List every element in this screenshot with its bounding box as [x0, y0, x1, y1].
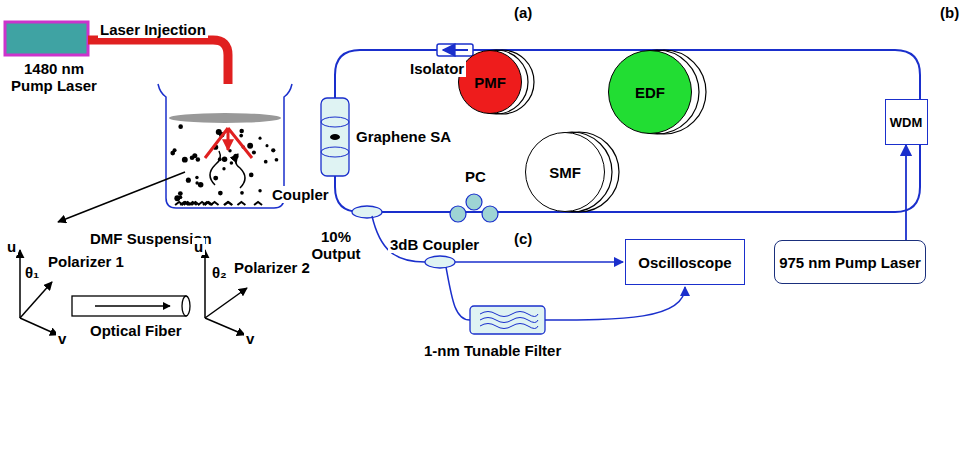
node-label: SMF	[549, 164, 581, 181]
fiber-spool: PMF	[458, 50, 522, 114]
optical-fiber	[72, 296, 190, 316]
isolator	[437, 44, 473, 56]
leader-line	[58, 172, 185, 222]
fiber-spool: EDF	[608, 50, 692, 134]
node-label: WDM	[890, 115, 923, 130]
node-label: 975 nm Pump Laser	[779, 254, 921, 271]
polarization-controller	[450, 194, 498, 222]
fiber-spool: SMF	[525, 132, 605, 212]
pump-laser	[5, 22, 88, 55]
pump-laser-box: 975 nm Pump Laser	[774, 240, 926, 284]
part-label: Graphene SA	[354, 128, 453, 145]
part-label: θ₂	[210, 264, 229, 281]
panel-letter: (c)	[512, 230, 534, 247]
output-fiber	[446, 267, 470, 320]
coupler	[425, 256, 455, 268]
part-label: u	[5, 238, 18, 255]
part-label: Coupler	[270, 186, 331, 203]
node-label: EDF	[635, 84, 665, 101]
part-label: 10% Output	[308, 228, 364, 263]
panel-letter: (b)	[938, 4, 961, 21]
part-label: v	[56, 330, 68, 347]
flow-arrows	[210, 151, 245, 188]
part-label: Isolator	[408, 60, 466, 77]
wdm-box: WDM	[885, 99, 928, 145]
part-label: Polarizer 1	[46, 253, 126, 270]
part-label: Polarizer 2	[232, 259, 312, 276]
spool-layers	[464, 50, 706, 212]
isolator-arrow	[443, 49, 468, 51]
part-label: v	[244, 330, 256, 347]
part-label: Laser Injection	[98, 21, 208, 38]
tunable-filter	[470, 306, 545, 334]
coupler	[352, 206, 382, 218]
laser-beam	[205, 128, 252, 158]
part-label: u	[192, 238, 205, 255]
output-fiber	[545, 287, 685, 320]
output-fiber	[455, 261, 623, 263]
node-label: PMF	[474, 74, 506, 91]
graphene-sa	[321, 98, 349, 176]
part-label: Optical Fiber	[88, 322, 184, 339]
part-label: PC	[463, 168, 488, 185]
fiber-ring	[335, 50, 920, 212]
particles	[170, 124, 278, 205]
pump-fiber	[905, 145, 907, 240]
part-label: 3dB Coupler	[388, 236, 481, 253]
panel-letter: (a)	[512, 4, 534, 21]
part-label: θ₁	[23, 264, 41, 281]
liquid-surface	[169, 113, 281, 123]
part-label: 1-nm Tunable Filter	[422, 342, 563, 359]
oscilloscope-box: Oscilloscope	[625, 239, 745, 285]
node-label: Oscilloscope	[638, 254, 731, 271]
part-label: 1480 nm Pump Laser	[4, 60, 104, 95]
